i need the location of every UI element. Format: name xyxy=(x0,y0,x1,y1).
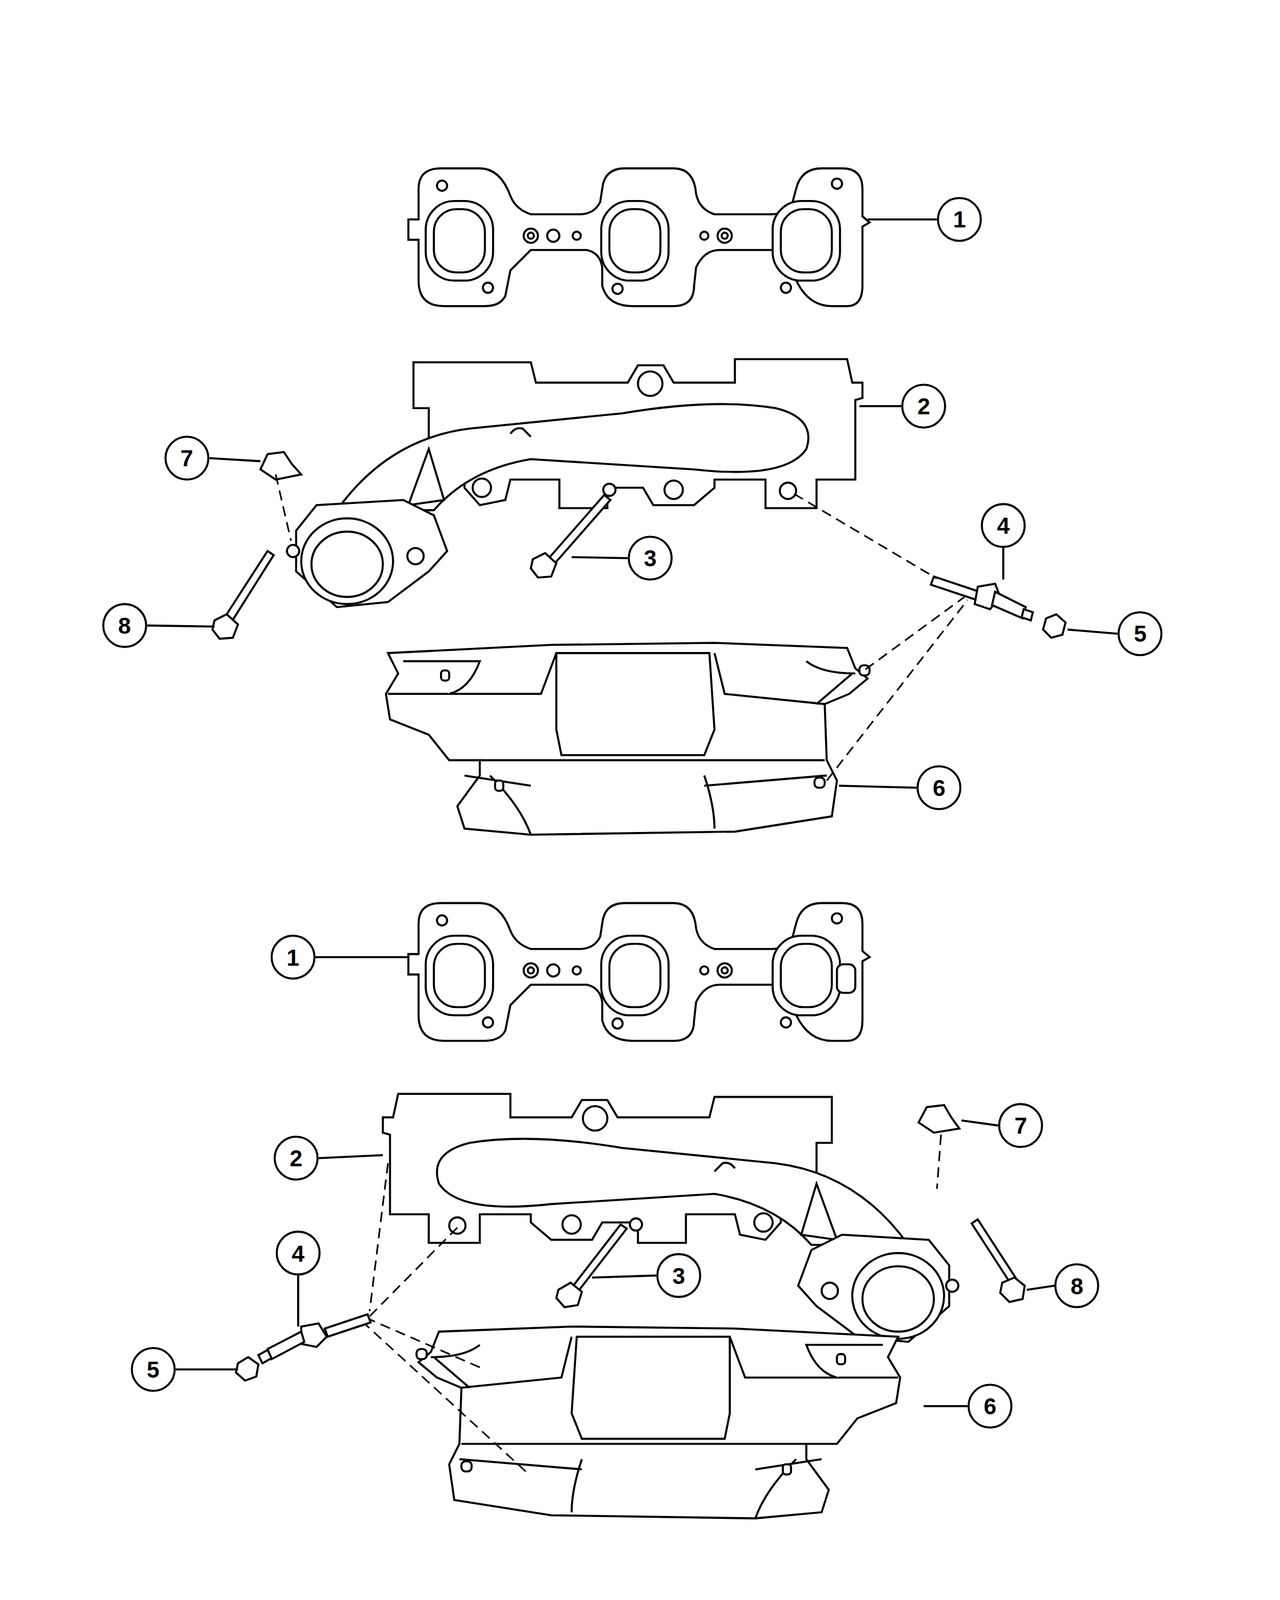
callout-number: 7 xyxy=(180,446,194,470)
callout-number: 1 xyxy=(286,946,300,970)
callout-number: 5 xyxy=(1133,622,1147,646)
callout-number: 6 xyxy=(932,776,946,800)
callout-number: 2 xyxy=(917,394,930,418)
callout-number: 1 xyxy=(953,208,966,231)
callout-number: 5 xyxy=(146,1358,160,1382)
callout-number: 2 xyxy=(289,1146,303,1170)
callout-number: 8 xyxy=(118,614,131,638)
callout-number: 7 xyxy=(1014,1114,1027,1138)
callout-number: 8 xyxy=(1070,1274,1083,1298)
callout-number: 3 xyxy=(644,546,657,570)
callout-number: 3 xyxy=(672,1264,686,1288)
callout-number: 4 xyxy=(997,514,1010,538)
callout-number: 4 xyxy=(291,1242,304,1266)
callout-number: 6 xyxy=(984,1394,997,1418)
